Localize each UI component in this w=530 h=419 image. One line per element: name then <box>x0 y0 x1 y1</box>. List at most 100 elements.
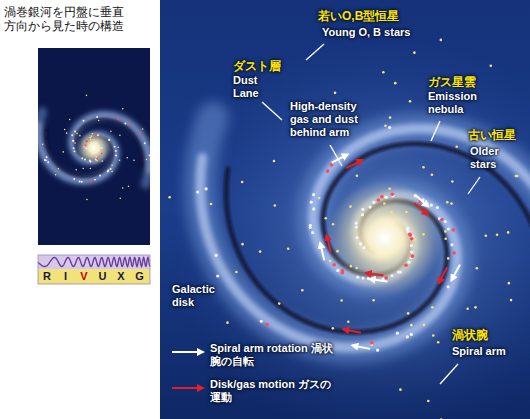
young-star <box>363 246 366 249</box>
young-star <box>356 276 359 279</box>
young-star <box>115 155 117 157</box>
older-star <box>340 299 343 302</box>
part-label: Older stars <box>470 145 516 171</box>
young-star <box>149 154 150 156</box>
emission-nebula <box>410 237 414 241</box>
spiral-arm-glow <box>200 118 457 348</box>
spectrum-band <box>38 255 150 284</box>
young-star <box>196 191 199 194</box>
older-star <box>446 201 449 204</box>
young-star <box>79 181 81 183</box>
emission-nebula <box>452 251 456 255</box>
young-star <box>144 142 146 144</box>
emission-nebula <box>96 158 98 160</box>
older-star <box>437 341 440 344</box>
emission-nebula <box>86 140 88 142</box>
older-star <box>86 199 88 201</box>
older-star <box>431 174 434 177</box>
gas-motion-arrow <box>366 273 384 275</box>
young-star <box>73 147 75 149</box>
part-label: Young O, B stars <box>322 26 410 39</box>
young-star <box>359 242 362 245</box>
young-star <box>406 228 409 231</box>
young-star <box>372 201 375 204</box>
emission-nebula <box>84 144 86 146</box>
older-star <box>168 196 171 199</box>
older-star <box>274 204 277 207</box>
older-star <box>301 289 304 292</box>
older-star <box>390 211 393 214</box>
older-star <box>450 202 453 205</box>
older-star <box>389 116 392 119</box>
young-star <box>355 222 358 225</box>
emission-nebula <box>117 118 119 120</box>
band-letter: I <box>58 270 74 283</box>
galactic-bulge <box>77 131 112 166</box>
older-star <box>98 120 100 122</box>
emission-nebula <box>330 163 334 167</box>
young-star <box>367 277 370 280</box>
young-star <box>44 159 46 161</box>
young-star <box>73 140 75 142</box>
older-star <box>64 129 66 131</box>
older-star <box>329 260 332 263</box>
older-star <box>92 133 94 135</box>
older-star <box>79 135 81 137</box>
label-japanese: 若いO,B型恒星 <box>318 9 399 23</box>
older-star <box>444 237 447 240</box>
older-star <box>86 95 88 97</box>
older-star <box>427 400 430 403</box>
arm-rotation-arrow <box>451 265 460 281</box>
young-star <box>309 224 312 227</box>
arm-rotation-arrow <box>370 279 388 281</box>
older-star <box>489 64 492 67</box>
older-star <box>119 134 121 136</box>
legend-arrow <box>172 387 203 389</box>
band-frame <box>38 255 150 284</box>
young-star <box>407 261 410 264</box>
older-star <box>440 418 443 419</box>
older-star <box>476 267 479 270</box>
older-star <box>332 327 335 330</box>
older-star <box>349 205 352 208</box>
leader-line <box>431 121 440 141</box>
emission-nebula <box>127 123 129 125</box>
gas-motion-arrow <box>343 329 361 332</box>
young-star <box>205 187 208 190</box>
emission-nebula <box>440 218 444 222</box>
older-star <box>383 202 386 205</box>
young-star <box>74 150 76 152</box>
young-star <box>361 208 364 211</box>
older-star <box>388 188 391 191</box>
older-star <box>235 271 238 274</box>
young-star <box>444 220 447 223</box>
older-star <box>82 168 84 170</box>
part-label: Emission nebula <box>428 90 488 116</box>
gas-motion-arrow <box>327 235 331 253</box>
legend-arrow <box>172 351 203 353</box>
older-star <box>117 146 119 148</box>
young-star <box>114 146 116 148</box>
young-star <box>101 147 103 149</box>
band-letter: U <box>95 270 111 283</box>
emission-nebula <box>384 276 388 280</box>
band-letter: X <box>113 270 129 283</box>
older-star <box>510 299 513 302</box>
older-star <box>128 186 130 188</box>
young-star <box>108 139 110 141</box>
young-star <box>450 243 453 246</box>
gas-motion-arrow <box>346 160 362 168</box>
older-star <box>466 308 469 311</box>
young-star <box>397 270 400 273</box>
older-star <box>422 233 425 236</box>
spiral-arm <box>200 158 457 348</box>
spiral-galaxy <box>38 95 150 201</box>
band-strip <box>38 269 150 284</box>
older-star <box>508 282 511 285</box>
young-star <box>71 134 73 136</box>
emission-nebula <box>452 228 456 232</box>
older-star <box>110 130 112 132</box>
young-star <box>396 332 399 335</box>
emission-nebula <box>90 180 92 182</box>
